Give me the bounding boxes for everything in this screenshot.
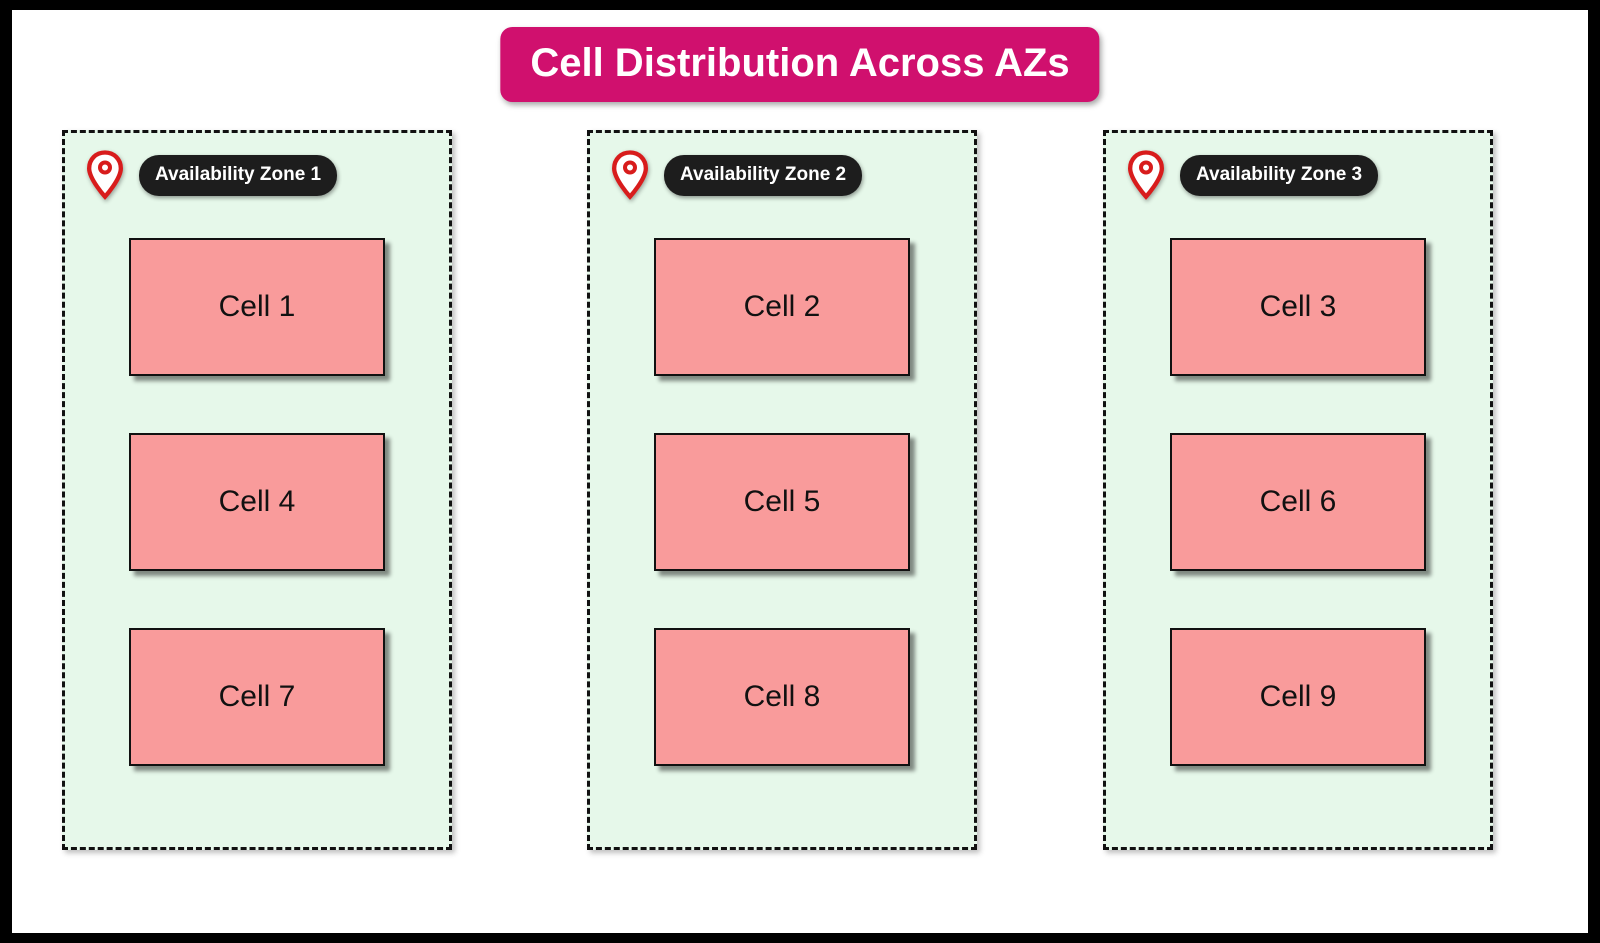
zone-1-cells: Cell 1 Cell 4 Cell 7	[65, 238, 449, 766]
zone-2-label: Availability Zone 2	[664, 154, 863, 196]
availability-zone-3: Availability Zone 3 Cell 3 Cell 6 Cell 9	[1103, 130, 1493, 850]
zone-2-cells: Cell 2 Cell 5 Cell 8	[590, 238, 974, 766]
zone-3-cells: Cell 3 Cell 6 Cell 9	[1106, 238, 1490, 766]
cell-8: Cell 8	[654, 628, 910, 766]
location-pin-icon	[611, 150, 649, 200]
location-pin-icon	[86, 150, 124, 200]
cell-7: Cell 7	[129, 628, 385, 766]
cell-2: Cell 2	[654, 238, 910, 376]
cell-5: Cell 5	[654, 433, 910, 571]
location-pin-icon	[1127, 150, 1165, 200]
zone-1-header: Availability Zone 1	[85, 149, 338, 201]
cell-9: Cell 9	[1170, 628, 1426, 766]
zone-1-label: Availability Zone 1	[139, 154, 338, 196]
diagram-title: Cell Distribution Across AZs	[500, 27, 1100, 102]
availability-zone-1: Availability Zone 1 Cell 1 Cell 4 Cell 7	[62, 130, 452, 850]
zone-3-header: Availability Zone 3	[1126, 149, 1379, 201]
diagram-canvas: Cell Distribution Across AZs Availabilit…	[12, 10, 1588, 933]
zone-2-header: Availability Zone 2	[610, 149, 863, 201]
cell-1: Cell 1	[129, 238, 385, 376]
cell-3: Cell 3	[1170, 238, 1426, 376]
cell-4: Cell 4	[129, 433, 385, 571]
cell-6: Cell 6	[1170, 433, 1426, 571]
zone-3-label: Availability Zone 3	[1180, 154, 1379, 196]
availability-zone-2: Availability Zone 2 Cell 2 Cell 5 Cell 8	[587, 130, 977, 850]
